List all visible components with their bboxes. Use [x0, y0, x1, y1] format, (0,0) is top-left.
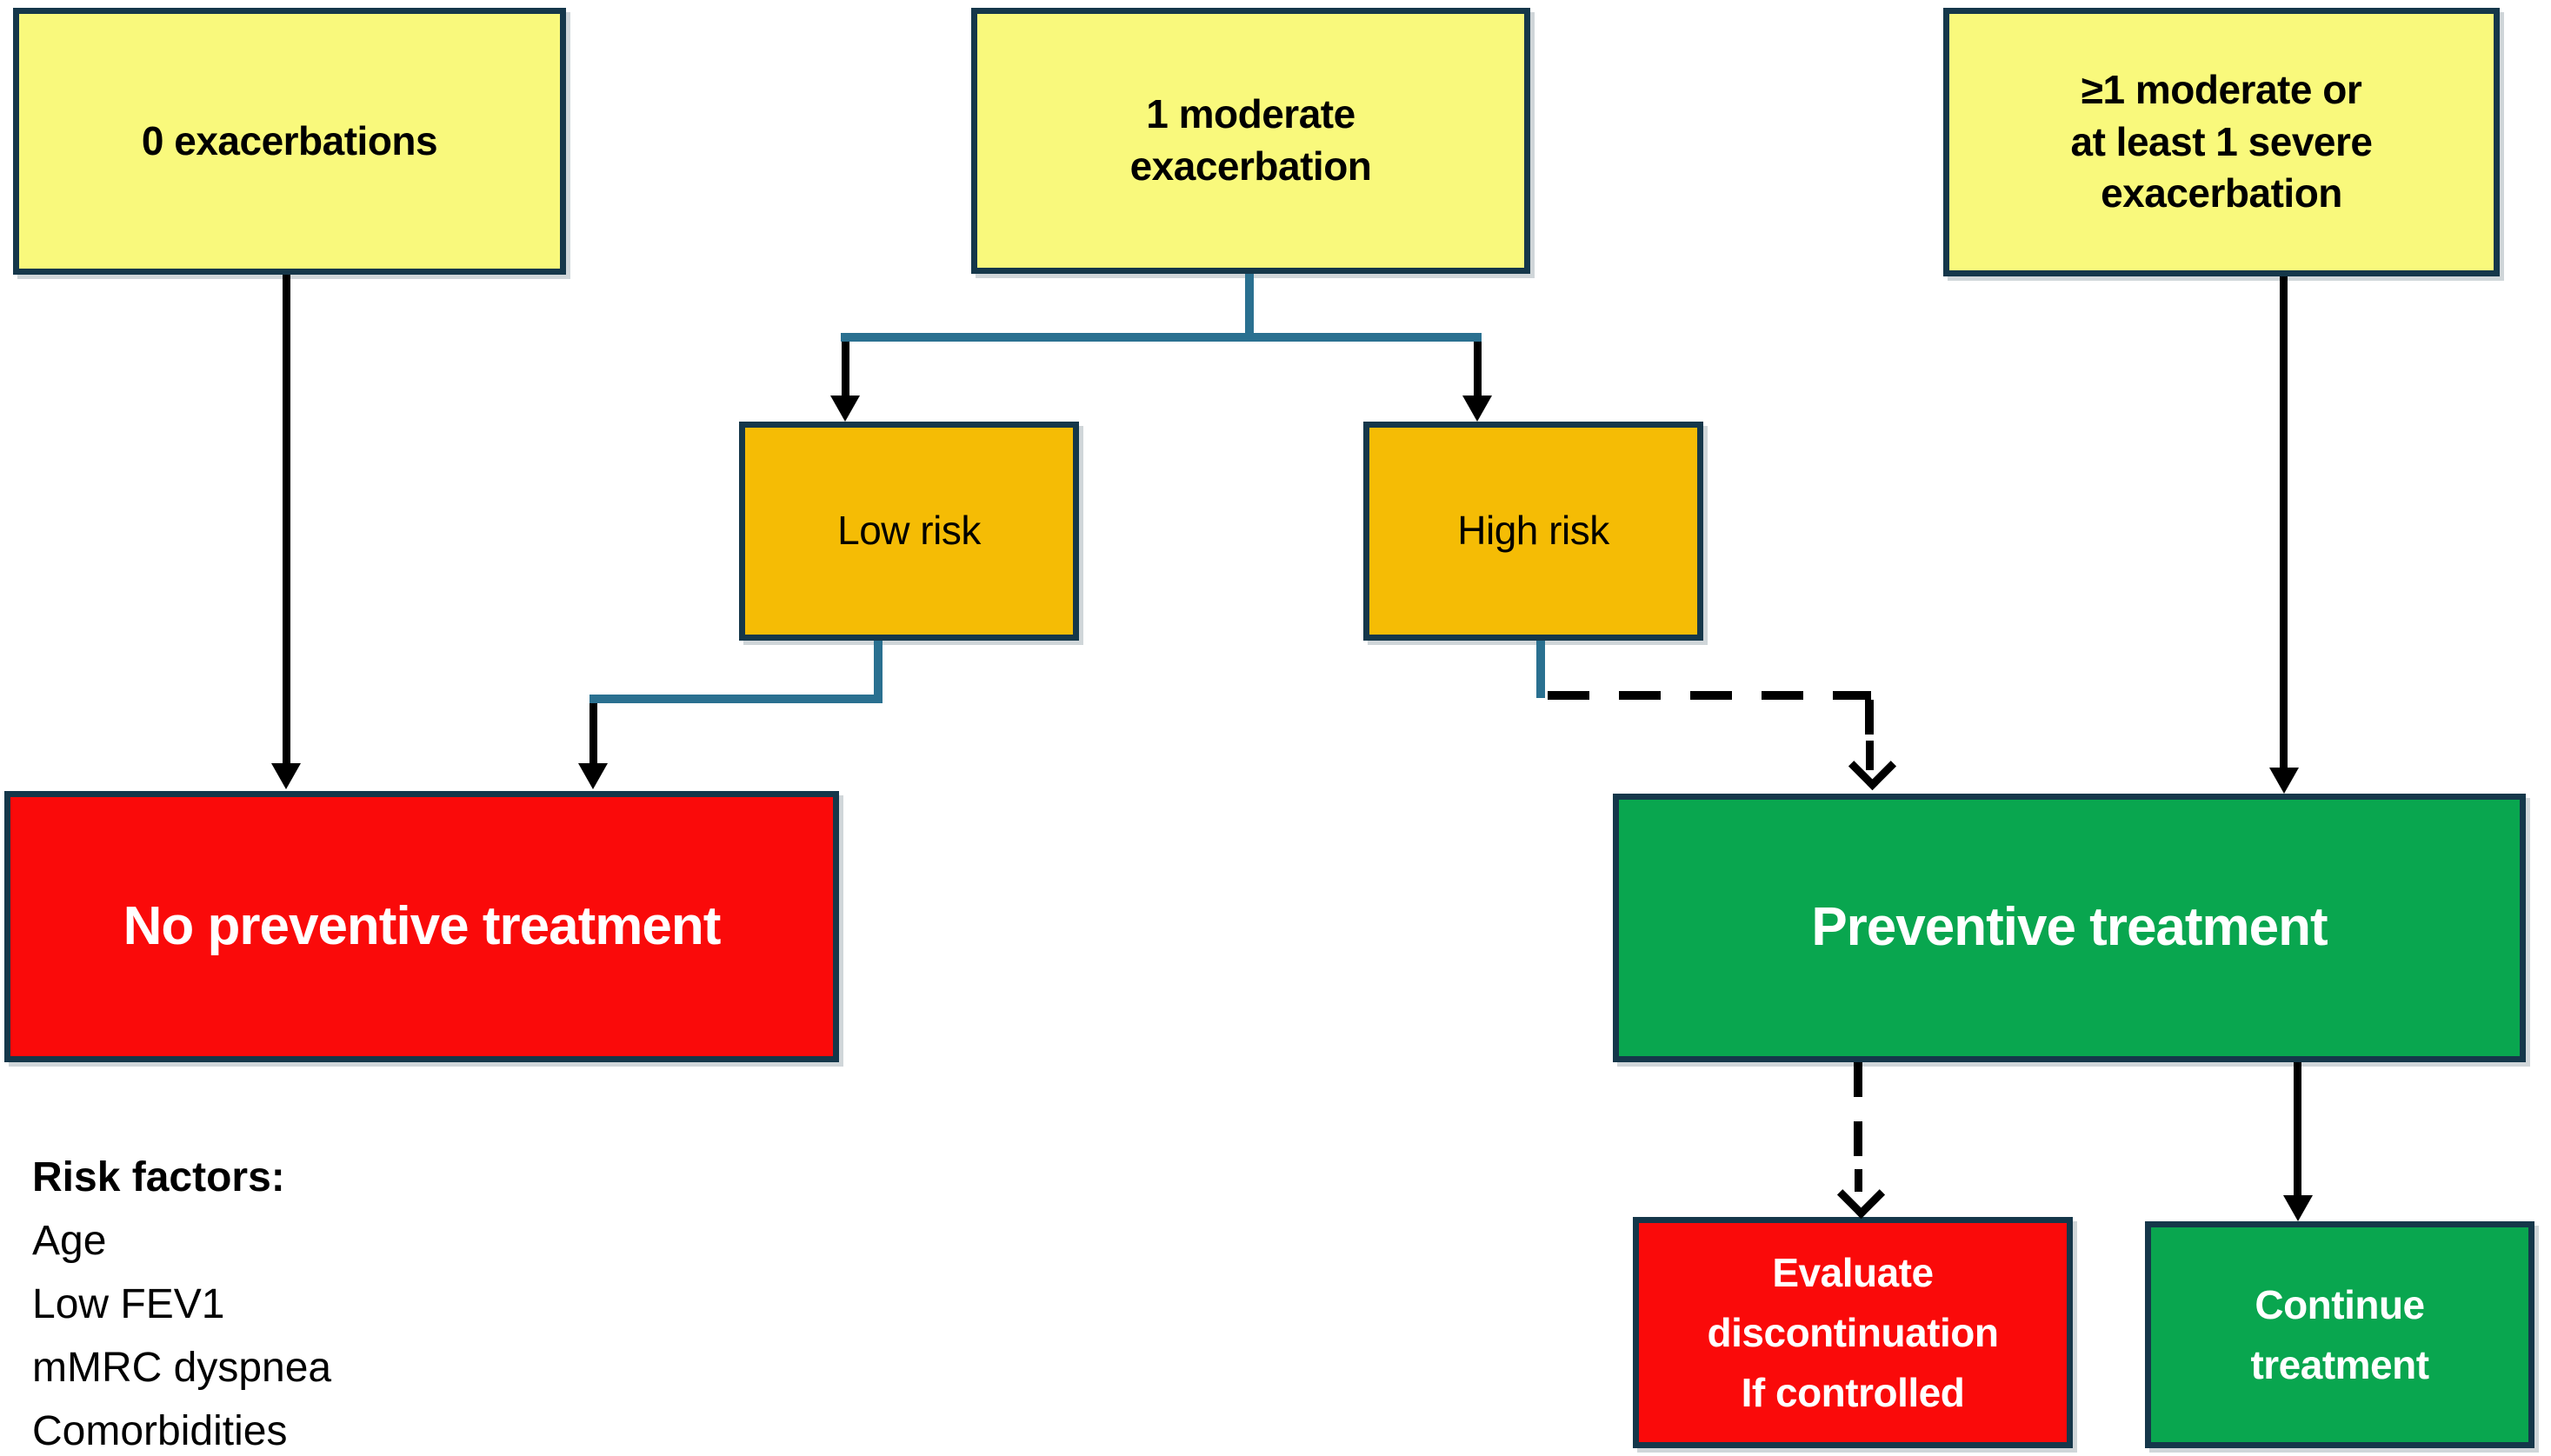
connector-highrisk-dashed-vertical [1865, 700, 1874, 750]
node-continue-treatment: Continue treatment [2145, 1221, 2534, 1448]
connector-preventive-dashed-to-evaluate [1854, 1062, 1862, 1173]
connector-highrisk-stem [1866, 741, 1874, 770]
risk-factors-note: Risk factors: Age Low FEV1 mMRC dyspnea … [32, 1146, 331, 1456]
node-zero-exacerbations: 0 exacerbations [13, 8, 566, 275]
node-one-moderate-exacerbation: 1 moderate exacerbation [971, 8, 1530, 274]
node-evaluate-discontinuation: Evaluate discontinuation If controlled [1633, 1217, 2073, 1448]
node-low-risk: Low risk [739, 422, 1079, 641]
connector-lowrisk-drop [874, 641, 883, 699]
connector-branch-to-highrisk [1474, 342, 1482, 396]
connector-branch-to-lowrisk [842, 342, 849, 396]
arrowhead-preventive-to-continue [2283, 1195, 2313, 1221]
connector-zero-to-nopreventive [283, 275, 290, 763]
connector-lowrisk-to-nopreventive [589, 703, 597, 765]
arrowhead-zero-to-nopreventive [271, 763, 301, 789]
node-preventive-treatment: Preventive treatment [1613, 794, 2526, 1062]
risk-factor-item: Low FEV1 [32, 1281, 225, 1327]
connector-preventive-evaluate-stem [1855, 1169, 1862, 1192]
node-label: No preventive treatment [123, 895, 722, 956]
risk-factor-item: Age [32, 1218, 107, 1264]
connector-preventive-to-continue [2294, 1062, 2301, 1195]
node-label: High risk [1457, 508, 1609, 554]
connector-highrisk-drop [1536, 641, 1545, 698]
node-label: Preventive treatment [1811, 897, 2328, 958]
node-label: 1 moderate exacerbation [1129, 91, 1372, 189]
connector-branch-horizontal [841, 333, 1482, 342]
node-label: Low risk [837, 508, 981, 554]
node-label: Continue treatment [2250, 1281, 2429, 1387]
arrowhead-branch-to-lowrisk [830, 396, 860, 422]
risk-factor-item: mMRC dyspnea [32, 1345, 332, 1391]
connector-moderate-drop [1245, 274, 1254, 337]
connector-highrisk-dashed-horizontal [1548, 691, 1871, 700]
node-no-preventive-treatment: No preventive treatment [4, 791, 839, 1062]
risk-factor-item: Comorbidities [32, 1408, 288, 1454]
arrowhead-branch-to-highrisk [1462, 396, 1492, 422]
node-label: Evaluate discontinuation If controlled [1707, 1249, 1999, 1415]
arrowhead-lowrisk-to-nopreventive [578, 763, 608, 789]
arrowhead-highrisk-to-preventive [1848, 741, 1897, 791]
node-label: ≥1 moderate or at least 1 severe exacerb… [2070, 66, 2374, 216]
arrowhead-preventive-to-evaluate [1836, 1170, 1886, 1220]
node-label: 0 exacerbations [141, 117, 438, 163]
risk-factors-title: Risk factors: [32, 1154, 285, 1200]
connector-lowrisk-horizontal [589, 695, 883, 703]
node-severe-exacerbation: ≥1 moderate or at least 1 severe exacerb… [1943, 8, 2500, 276]
connector-severe-to-preventive [2280, 276, 2288, 768]
node-high-risk: High risk [1363, 422, 1703, 641]
arrowhead-severe-to-preventive [2269, 768, 2299, 794]
